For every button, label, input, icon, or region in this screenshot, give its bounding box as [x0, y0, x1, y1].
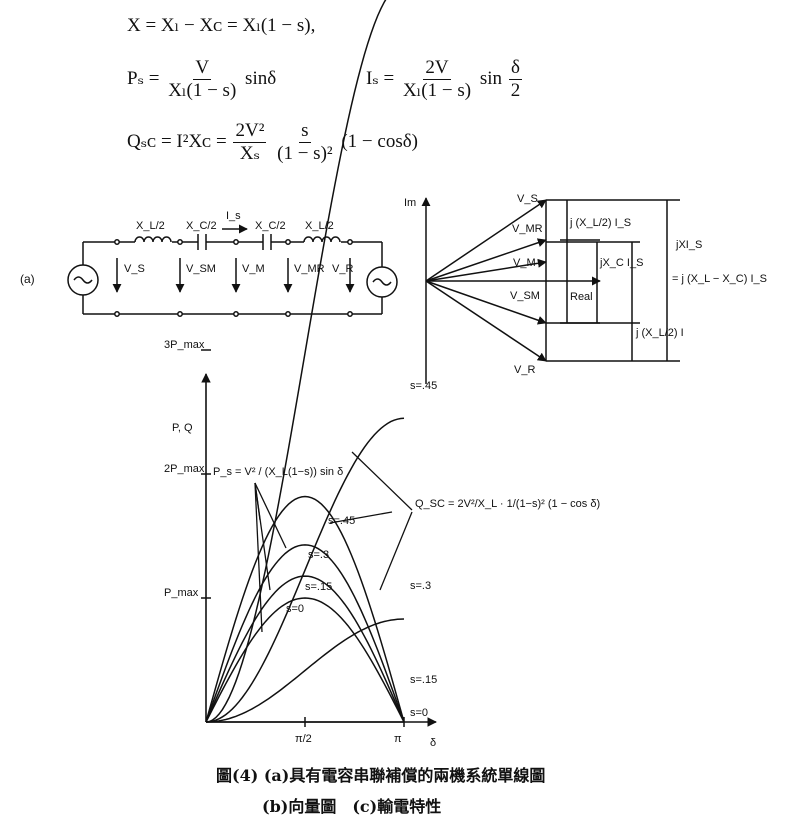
- x-tick-label: π: [394, 733, 402, 745]
- qsc-lhs: Qₛᴄ = I²Xᴄ =: [127, 131, 227, 153]
- ps-denominator: Xₗ(1 − s): [168, 79, 237, 101]
- equation-power: Pₛ = V Xₗ(1 − s) sinδ: [127, 57, 277, 102]
- phasor-labels: Im Real V_S V_MR V_M V_SM V_R j (X_L/2) …: [404, 193, 767, 376]
- chart-qsc-formula: Q_SC = 2V²/X_L · 1/(1−s)² (1 − cos δ): [415, 498, 600, 510]
- label-xc2-left: X_C/2: [186, 220, 217, 232]
- circuit-part-label: (a): [20, 272, 35, 286]
- label-vr: V_R: [332, 263, 353, 275]
- y-tick-label: 3P_max: [164, 339, 205, 351]
- label-im: Im: [404, 197, 416, 209]
- curve-label-p-s3: s=.3: [308, 549, 329, 561]
- label-vsm: V_SM: [186, 263, 216, 275]
- qsc-tail: (1 − cosδ): [341, 131, 419, 153]
- curve-p-s0: [205, 597, 405, 723]
- ps-numerator: V: [193, 57, 212, 80]
- phasor-vmr: [425, 238, 547, 282]
- circuit-labels: X_L/2 X_C/2 I_s X_C/2 X_L/2 V_S V_SM V_M…: [124, 210, 353, 275]
- phasor-label-vsm: V_SM: [510, 290, 540, 302]
- equation-reactance: X = Xₗ − Xᴄ = Xₗ(1 − s),: [127, 14, 315, 37]
- x-tick-label: π/2: [295, 733, 312, 745]
- is-lhs: Iₛ =: [366, 68, 395, 90]
- phasor-vm: [425, 258, 547, 282]
- phasor-label-vmr: V_MR: [512, 223, 543, 235]
- is-fraction-2: δ 2: [509, 57, 523, 102]
- phasor-label-jxc-is: jX_C I_S: [599, 257, 643, 269]
- curve-p-s45: [205, 495, 405, 723]
- chart-curves: [205, 0, 405, 723]
- y-tick-label: 2P_max: [164, 463, 205, 475]
- qsc-fraction-2: s (1 − s)²: [275, 120, 334, 165]
- equation-current: Iₛ = 2V Xₗ(1 − s) sin δ 2: [366, 57, 524, 102]
- qsc-numerator-1: 2V²: [233, 120, 267, 143]
- source-left-icon: [67, 264, 99, 296]
- chart-ticks: P_max 2P_max 3P_max π/2 π: [164, 339, 405, 745]
- curve-p-s3: [205, 544, 405, 723]
- chart-pointer-lines: [254, 451, 413, 633]
- label-real: Real: [570, 291, 593, 303]
- chart-ps-formula: P_s = V² / (X_L(1−s)) sin δ: [213, 466, 343, 478]
- figure-caption-line2: (b)向量圖 (c)輸電特性: [262, 797, 442, 816]
- is-fraction: 2V Xₗ(1 − s): [401, 57, 473, 102]
- qsc-fraction-1: 2V² Xₛ: [233, 120, 267, 165]
- equation-reactance-text: X = Xₗ − Xᴄ = Xₗ(1 − s),: [127, 15, 316, 36]
- pq-chart: P_max 2P_max 3P_max π/2 π P, Q δ P_s = V² / …: [164, 0, 600, 749]
- curve-label-q-s45: s=.45: [410, 380, 437, 392]
- chart-text: P, Q δ P_s = V² / (X_L(1−s)) sin δ Q_SC …: [172, 380, 600, 749]
- is-denominator-2: 2: [510, 79, 521, 101]
- phasor-diagram: [421, 197, 680, 384]
- curve-q-s3: [205, 417, 405, 723]
- phasor-vr: [425, 280, 547, 362]
- label-xl2-left: X_L/2: [136, 220, 165, 232]
- curve-label-p-s15: s=.15: [305, 581, 332, 593]
- phasor-label-vm: V_M: [513, 257, 536, 269]
- equation-reactive-power: Qₛᴄ = I²Xᴄ = 2V² Xₛ s (1 − s)² (1 − cosδ…: [127, 120, 419, 165]
- chart-xlabel: δ: [430, 737, 436, 749]
- is-numerator: 2V: [423, 57, 451, 80]
- curve-q-s45: [205, 0, 387, 723]
- qsc-numerator-2: s: [299, 120, 311, 143]
- figure-caption-line1: 圖(4) (a)具有電容串聯補償的兩機系統單線圖: [216, 766, 546, 785]
- phasor-label-vr: V_R: [514, 364, 535, 376]
- phasor-label-jxl-xc: = j (X_L − X_C) I_S: [672, 273, 767, 285]
- label-vm: V_M: [242, 263, 265, 275]
- label-xl2-right: X_L/2: [305, 220, 334, 232]
- ps-fraction: V Xₗ(1 − s): [166, 57, 238, 102]
- phasor-label-jxl2-i: j (X_L/2) I: [635, 327, 684, 339]
- label-vs: V_S: [124, 263, 145, 275]
- curve-label-q-s3: s=.3: [410, 580, 431, 592]
- circuit-diagram: (a): [20, 224, 398, 317]
- y-tick-label: P_max: [164, 587, 199, 599]
- label-is: I_s: [226, 210, 241, 222]
- qsc-denominator-2: (1 − s)²: [277, 142, 333, 164]
- label-vmr: V_MR: [294, 263, 325, 275]
- curve-label-q-s15: s=.15: [410, 674, 437, 686]
- curve-label-q-s0: s=0: [410, 707, 428, 719]
- phasor-label-jxis: jXI_S: [675, 239, 702, 251]
- phasor-vsm: [425, 280, 547, 325]
- source-right-icon: [366, 266, 398, 298]
- phasor-vs: [425, 199, 547, 282]
- is-numerator-2: δ: [509, 57, 522, 80]
- curve-q-s15: [205, 618, 405, 723]
- phasor-label-jxl2-is: j (X_L/2) I_S: [569, 217, 631, 229]
- is-denominator: Xₗ(1 − s): [402, 79, 472, 101]
- qsc-denominator-1: Xₛ: [239, 142, 260, 164]
- phasor-label-vs: V_S: [517, 193, 538, 205]
- is-sin: sin: [479, 68, 502, 90]
- inductor-right-icon: [303, 236, 341, 243]
- ps-tail: sinδ: [245, 68, 277, 90]
- label-xc2-right: X_C/2: [255, 220, 286, 232]
- ps-lhs: Pₛ =: [127, 68, 160, 90]
- chart-ylabel: P, Q: [172, 422, 193, 434]
- curve-label-p-s0: s=0: [286, 603, 304, 615]
- curve-p-s15: [205, 575, 405, 723]
- inductor-left-icon: [134, 236, 172, 243]
